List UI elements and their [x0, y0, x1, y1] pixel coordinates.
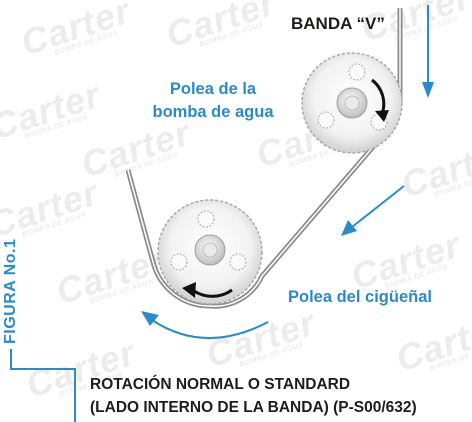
- belt-direction-arrow-top: [422, 5, 434, 98]
- bolt-hole: [229, 253, 247, 271]
- pump-rotation-arrowhead: [375, 110, 389, 122]
- belt-direction-arrow-diagonal: [341, 185, 405, 236]
- bolt-hole: [317, 111, 335, 129]
- caption-line2: (LADO INTERNO DE LA BANDA) (P-S00/632): [90, 399, 417, 416]
- figure-caption: ROTACIÓN NORMAL O STANDARD (LADO INTERNO…: [90, 373, 417, 419]
- crankshaft-pulley-label: Polea del cigüeñal: [288, 288, 432, 306]
- water-pump-label-line1: Polea de la: [169, 80, 257, 98]
- figure-bracket-horizontal: [10, 368, 76, 370]
- bolt-hole: [348, 63, 366, 81]
- figure-bracket-down: [74, 368, 76, 422]
- bolt-hole: [197, 210, 215, 228]
- crank-rotation-arrowhead: [182, 282, 196, 298]
- v-belt-label: BANDA “V”: [291, 14, 385, 33]
- figure-number-label: FIGURA No.1: [2, 238, 19, 344]
- water-pump-pulley-label: Polea de la bomba de agua: [148, 78, 278, 124]
- water-pump-pulley: [301, 52, 403, 154]
- caption-line1: ROTACIÓN NORMAL O STANDARD: [90, 376, 351, 393]
- bolt-hole: [170, 253, 188, 271]
- figure-bracket-vertical: [10, 349, 12, 370]
- rotation-direction-arrow-bottom: [141, 311, 269, 339]
- water-pump-label-line2: bomba de agua: [152, 103, 274, 121]
- crankshaft-pulley: [157, 199, 263, 305]
- crank-rotation-arrow: [193, 288, 233, 298]
